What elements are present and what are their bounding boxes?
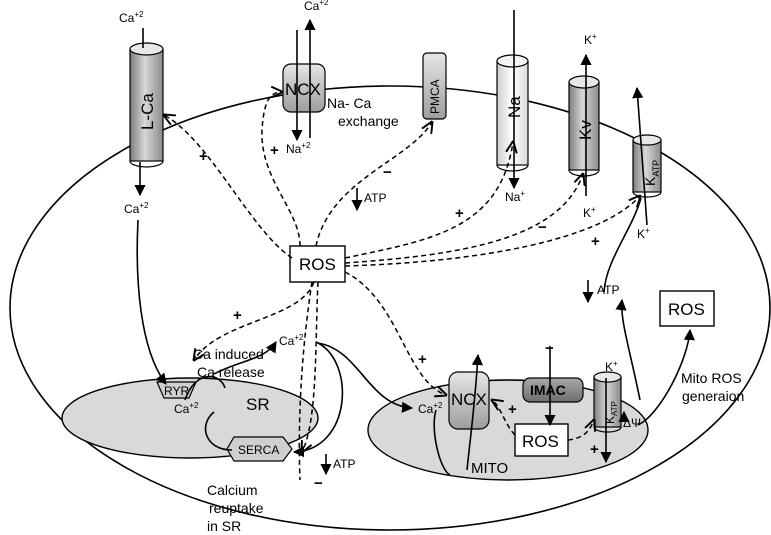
sign-minus-kv: − (538, 219, 547, 236)
sign-minus-serca: − (314, 475, 323, 492)
na-ncx-label: Na+2 (286, 141, 311, 156)
ncx-channel-label: NCX (285, 80, 321, 99)
calcium-reuptake-label-2: reuptake (209, 500, 264, 516)
ca-sr-release-label: Ca+2 (279, 333, 304, 348)
lca-channel: L-Ca (129, 42, 164, 168)
serca-pump: SERCA (226, 436, 293, 462)
atp-serca-label: ATP (333, 457, 355, 471)
katp-channel: KATP (632, 134, 662, 198)
svg-text:ROS: ROS (668, 300, 705, 319)
atp-pmca-label: ATP (364, 191, 386, 205)
imac-channel: IMAC (522, 377, 584, 403)
sign-plus-mito-ncx: + (418, 351, 427, 368)
ca-induced-label: Ca induced (193, 346, 264, 362)
ca-outside-label: Ca+2 (119, 10, 144, 25)
cell-membrane (9, 85, 771, 531)
calcium-reuptake-label-3: in SR (207, 518, 241, 534)
mito-label: MITO (471, 460, 508, 477)
ros-regulation-arrows (164, 92, 640, 481)
svg-text:ROS: ROS (299, 255, 336, 274)
lca-channel-label: L-Ca (138, 93, 157, 130)
calcium-reuptake-label: Calcium (207, 482, 258, 498)
ncx-channel: NCX (282, 63, 326, 113)
ca-mito-label: Ca+2 (418, 401, 443, 416)
ca-out-ncx-label: Ca+2 (304, 0, 329, 13)
pmca-pump: PMCA (422, 52, 447, 120)
svg-text:KATP: KATP (603, 401, 619, 424)
mito-katp-channel: KATP (593, 371, 622, 433)
sign-plus-na: + (455, 205, 464, 222)
na-in-label: Na+ (505, 189, 525, 204)
ryr-receptor: RYR (156, 381, 197, 399)
ca-sr-inside-label: Ca+2 (174, 401, 199, 416)
sign-plus-ryr: + (233, 307, 242, 324)
na-ca-exchange-label-2: exchange (338, 113, 399, 129)
svg-text:SERCA: SERCA (238, 443, 279, 457)
atp-katp-label: ATP (597, 283, 619, 297)
ros-mito-box: ROS (514, 423, 569, 457)
ca-release-label: Ca release (197, 364, 265, 380)
na-ca-exchange-label: Na- Ca (327, 95, 372, 111)
svg-text:ROS: ROS (522, 432, 559, 451)
sign-plus-ncx: + (270, 142, 279, 159)
svg-text:RYR: RYR (164, 384, 189, 398)
na-channel: Na (496, 54, 529, 172)
k-mito-katp-label: K+ (605, 359, 618, 374)
sign-plus-katp: + (591, 233, 600, 250)
k-kv-in-label: K+ (583, 205, 596, 220)
ncx-mito-box: NCX (448, 371, 490, 430)
sign-minus-pmca: − (383, 164, 392, 181)
mito-ros-label-2: generaion (682, 388, 744, 404)
svg-text:IMAC: IMAC (530, 382, 566, 398)
kv-channel: Kv (568, 75, 600, 177)
sign-plus-lca: + (199, 148, 208, 165)
k-kv-out-label: K+ (584, 32, 597, 47)
ca-inside-label: Ca+2 (124, 201, 149, 216)
ros-out-box: ROS (659, 290, 715, 327)
ion-flow-arrows (134, 10, 695, 476)
pmca-label: PMCA (428, 79, 442, 114)
sign-minus-imac: − (545, 340, 554, 357)
sr-label: SR (246, 395, 270, 414)
delta-psi-label: ΔΨ (623, 416, 641, 430)
mito-ros-label: Mito ROS (681, 370, 742, 386)
sign-plus-mito-katp: + (590, 441, 599, 458)
k-katp-in-label: K+ (637, 226, 650, 241)
svg-text:NCX: NCX (451, 390, 487, 409)
katp-channel-label: KATP (642, 160, 661, 186)
ros-central-box: ROS (289, 245, 346, 283)
sign-plus-mito-ros-ncx: + (508, 401, 517, 418)
